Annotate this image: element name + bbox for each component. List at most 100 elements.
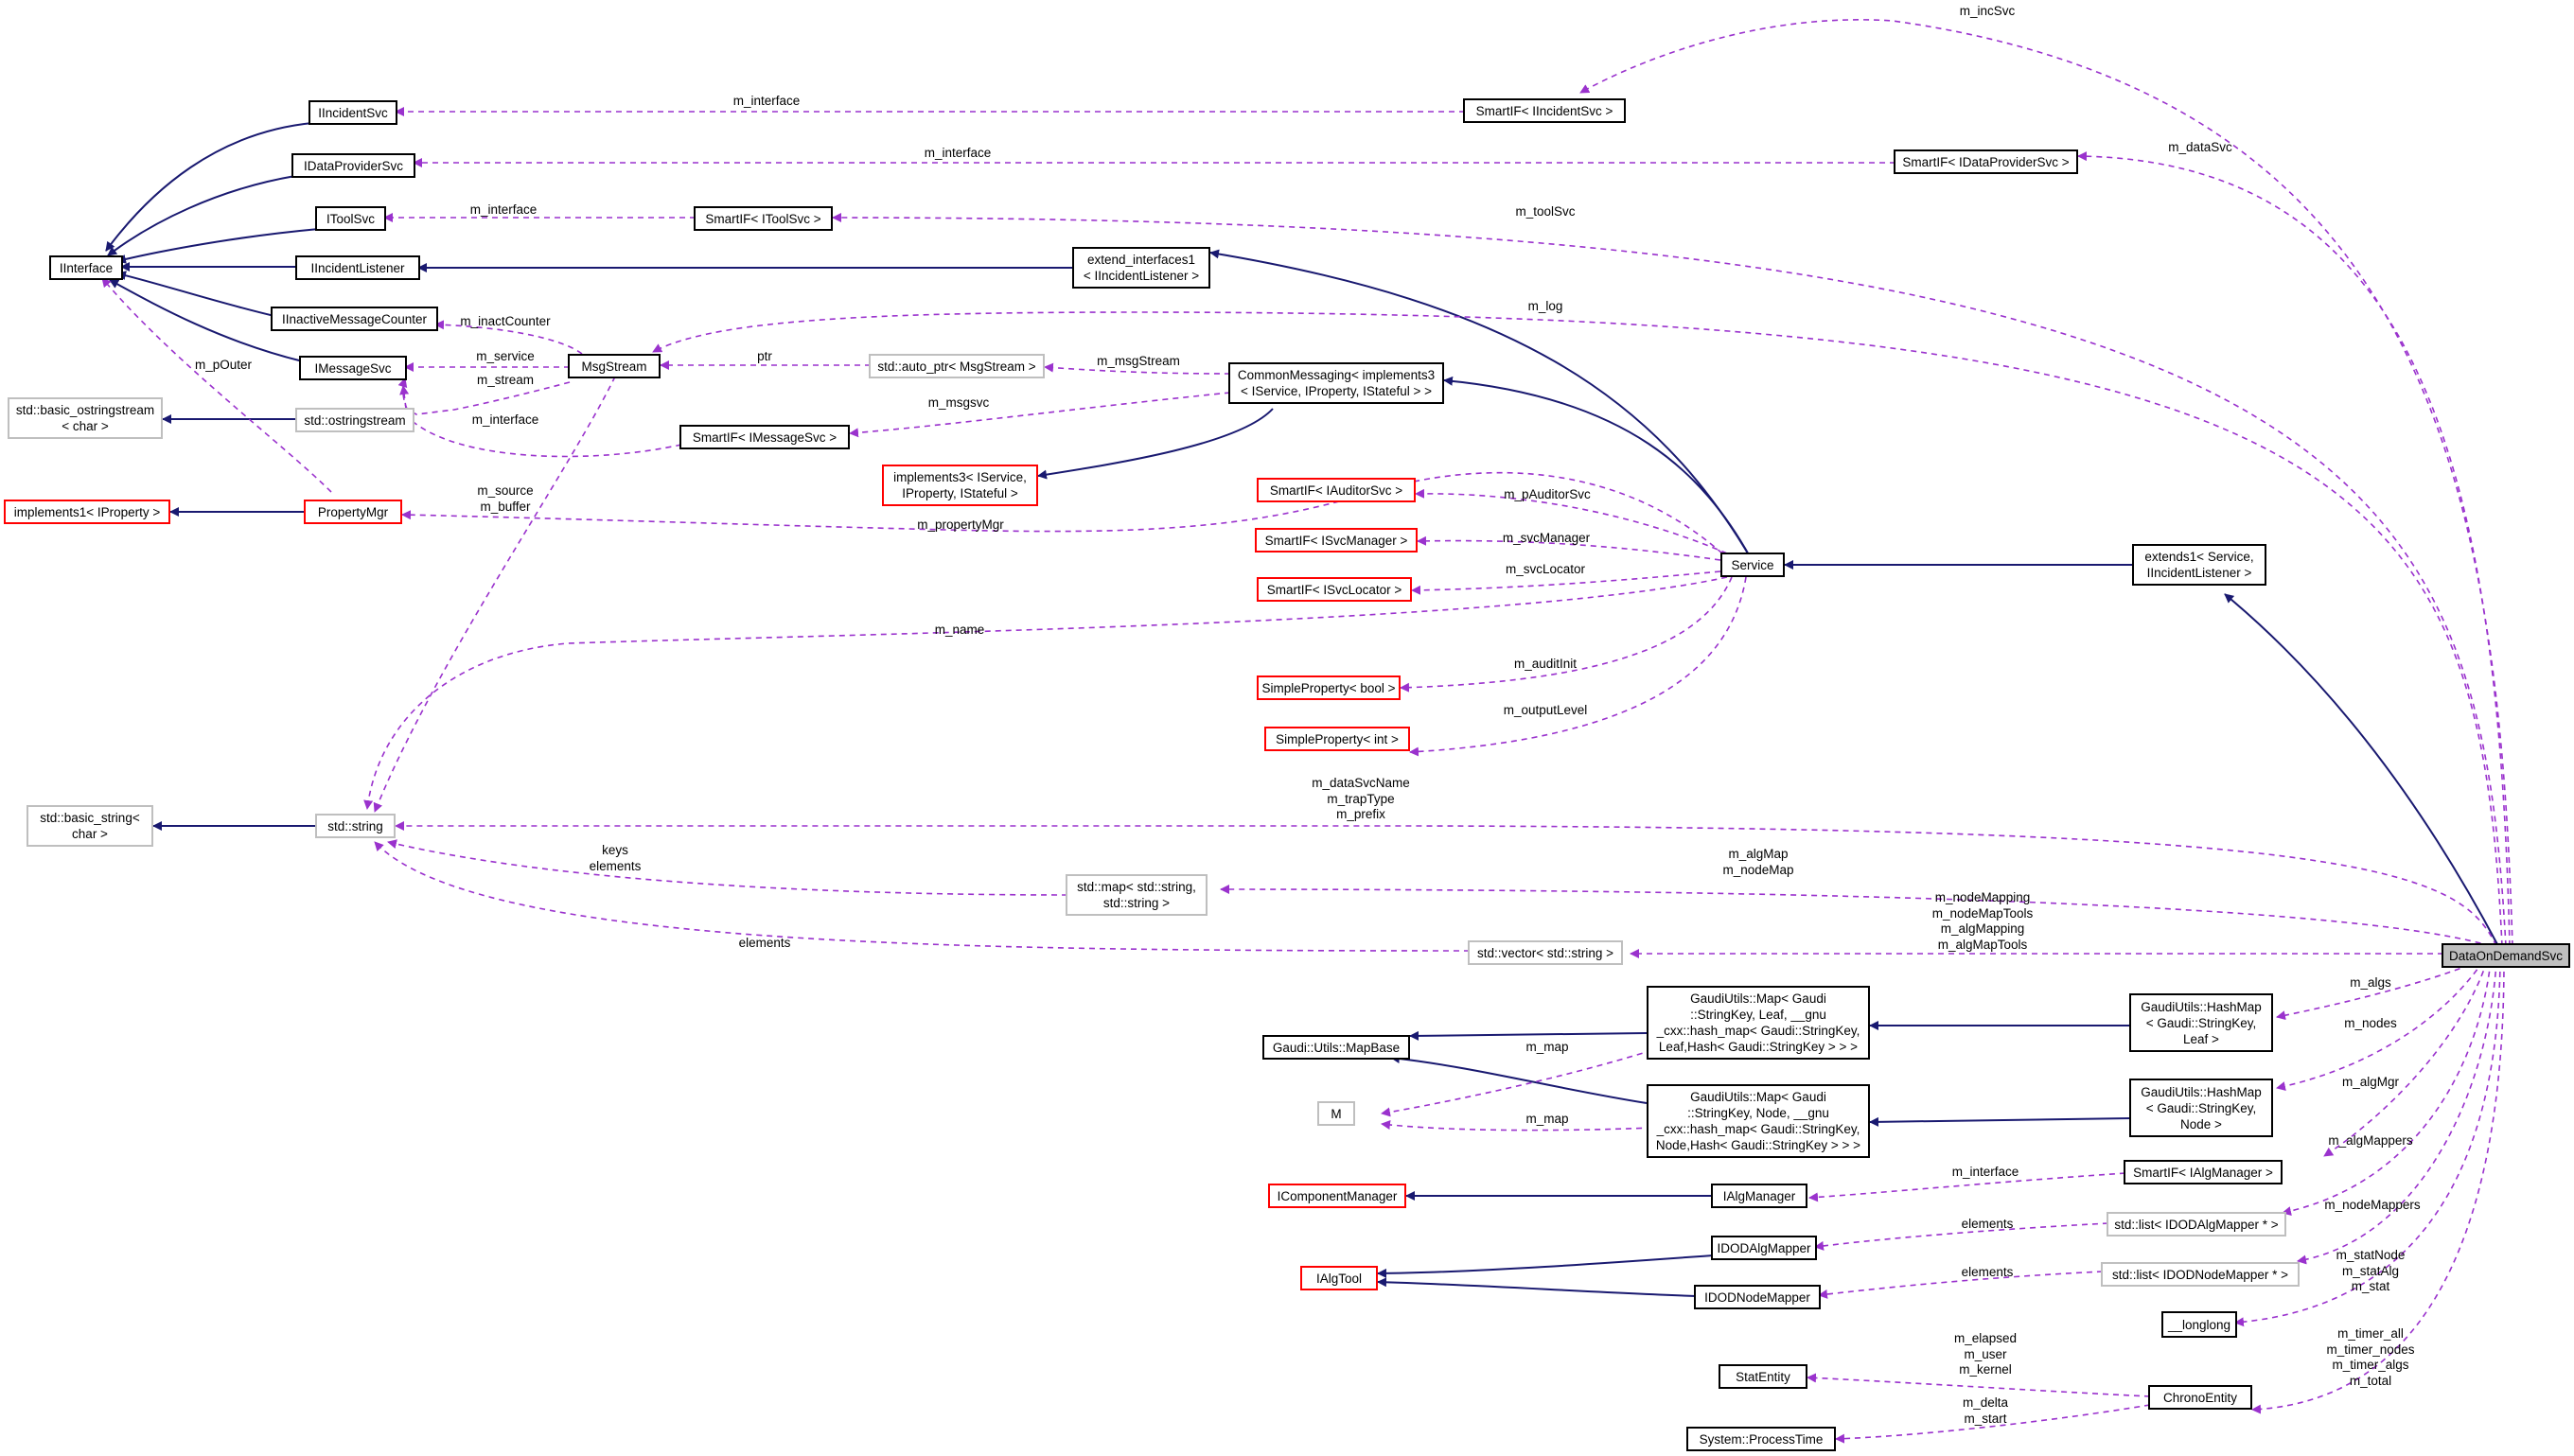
node-smartif-itoolsvc[interactable]: SmartIF< IToolSvc > [694, 206, 833, 231]
edge-commonmessaging-implements3 [1037, 408, 1274, 480]
label-m-toolsvc: m_toolSvc [1515, 204, 1576, 219]
edge-hashmapnode-mapnode [1869, 1116, 2132, 1127]
label-m-stream: m_stream [476, 373, 535, 387]
node-longlong[interactable]: __longlong [2161, 1311, 2237, 1338]
label-m-datasvc: m_dataSvc [2168, 140, 2232, 154]
node-ialgtool[interactable]: IAlgTool [1300, 1266, 1378, 1290]
label-m-interface-dataprovider: m_interface [924, 146, 992, 160]
label-elements-node: elements [1961, 1265, 2014, 1279]
edge-dataondemandsvc-smartifdataprovidersvc [2077, 151, 2511, 947]
node-chronoentity[interactable]: ChronoEntity [2148, 1385, 2252, 1410]
node-system-processtime[interactable]: System::ProcessTime [1686, 1427, 1836, 1451]
edge-dataondemandsvc-smartifalgmanager [2323, 960, 2488, 1157]
label-m-log: m_log [1527, 299, 1563, 313]
node-iincidentlistener[interactable]: IIncidentListener [295, 255, 420, 280]
node-ialgmanager[interactable]: IAlgManager [1711, 1184, 1807, 1208]
edge-iinactivemessagecounter-iinterface [116, 271, 275, 317]
node-propertymgr[interactable]: PropertyMgr [304, 500, 402, 524]
edge-ostringstream-imessagesvc [397, 377, 571, 415]
node-iinactivemessagecounter[interactable]: IInactiveMessageCounter [271, 307, 438, 331]
node-std-basic-string[interactable]: std::basic_string< char > [26, 805, 153, 847]
edge-chronoentity-statentity [1807, 1373, 2151, 1397]
edge-mapleaf-mapbase [1409, 1030, 1648, 1041]
edge-listnode-idodnodemapper [1818, 1271, 2104, 1299]
label-m-elapsed: m_elapsed m_user m_kernel [1953, 1331, 2018, 1377]
node-gaudiutils-map-node[interactable]: GaudiUtils::Map< Gaudi ::StringKey, Node… [1647, 1084, 1870, 1158]
node-icomponentmanager[interactable]: IComponentManager [1268, 1184, 1406, 1208]
node-list-idodalgmapper[interactable]: std::list< IDODAlgMapper * > [2107, 1212, 2286, 1237]
node-list-idodnodemapper[interactable]: std::list< IDODNodeMapper * > [2101, 1262, 2300, 1287]
node-extend-interfaces1[interactable]: extend_interfaces1 < IIncidentListener > [1072, 247, 1210, 289]
edge-service-simplepropertyint [1409, 576, 1747, 757]
node-smartif-isvcmanager[interactable]: SmartIF< ISvcManager > [1255, 528, 1418, 553]
node-imessagesvc[interactable]: IMessageSvc [299, 356, 407, 380]
label-m-service: m_service [476, 349, 535, 363]
edge-stdvector-stdstring [374, 841, 1471, 952]
node-gaudi-utils-mapbase[interactable]: Gaudi::Utils::MapBase [1262, 1035, 1410, 1060]
edge-msgstream-iinactivemessagecounter [434, 320, 583, 355]
node-idodnodemapper[interactable]: IDODNodeMapper [1694, 1285, 1821, 1309]
node-smartif-isvclocator[interactable]: SmartIF< ISvcLocator > [1257, 577, 1412, 602]
node-gaudiutils-map-leaf[interactable]: GaudiUtils::Map< Gaudi ::StringKey, Leaf… [1647, 986, 1870, 1060]
edge-chronoentity-processtime [1835, 1404, 2151, 1444]
label-m-nodemappers: m_nodeMappers [2324, 1198, 2421, 1212]
node-smartif-ialgmanager[interactable]: SmartIF< IAlgManager > [2124, 1160, 2283, 1184]
node-smartif-idataprovidersvc[interactable]: SmartIF< IDataProviderSvc > [1894, 149, 2078, 174]
edge-dataondemandsvc-stdstring [395, 821, 2497, 947]
label-m-propertymgr: m_propertyMgr [917, 517, 1004, 532]
node-service[interactable]: Service [1720, 553, 1785, 577]
label-m-name: m_name [934, 623, 985, 637]
node-hashmap-leaf[interactable]: GaudiUtils::HashMap < Gaudi::StringKey, … [2129, 993, 2273, 1052]
node-smartif-iauditorsvc[interactable]: SmartIF< IAuditorSvc > [1257, 478, 1416, 502]
node-commonmessaging[interactable]: CommonMessaging< implements3 < IService,… [1228, 362, 1444, 404]
edge-idataprovidersvc-iinterface [107, 175, 296, 256]
node-idataprovidersvc[interactable]: IDataProviderSvc [291, 153, 415, 178]
edge-imessagesvc-iinterface [109, 279, 304, 362]
node-simpleproperty-bool[interactable]: SimpleProperty< bool > [1257, 675, 1401, 700]
label-m-datasvcname: m_dataSvcName m_trapType m_prefix [1312, 776, 1410, 821]
node-dataondemandsvc[interactable]: DataOnDemandSvc [2442, 943, 2570, 968]
label-m-interface-algmgr: m_interface [1951, 1165, 2019, 1179]
edge-dataondemandsvc-hashmapleaf [2276, 960, 2480, 1021]
label-m-algmap: m_algMap m_nodeMap [1722, 847, 1794, 877]
node-smartif-imessagesvc[interactable]: SmartIF< IMessageSvc > [679, 425, 850, 449]
node-std-basic-ostringstream[interactable]: std::basic_ostringstream < char > [8, 397, 163, 439]
node-smartif-iincidentsvc[interactable]: SmartIF< IIncidentSvc > [1463, 98, 1626, 123]
node-extends1[interactable]: extends1< Service, IIncidentListener > [2132, 544, 2266, 586]
node-std-vector[interactable]: std::vector< std::string > [1468, 940, 1623, 965]
label-m-delta: m_delta m_start [1962, 1395, 2009, 1426]
node-std-string[interactable]: std::string [315, 814, 396, 838]
label-m-pouter: m_pOuter [194, 358, 253, 372]
edge-service-extendinterfaces1 [1209, 249, 1752, 559]
label-ptr: ptr [757, 349, 772, 363]
node-iinterface[interactable]: IInterface [49, 255, 123, 280]
node-std-auto-ptr-msgstream[interactable]: std::auto_ptr< MsgStream > [869, 354, 1045, 378]
label-m-statnode: m_statNode m_statAlg m_stat [2336, 1248, 2406, 1293]
label-m-svclocator: m_svcLocator [1505, 562, 1586, 576]
node-itoolsvc[interactable]: IToolSvc [315, 206, 386, 231]
node-idodalgmapper[interactable]: IDODAlgMapper [1711, 1236, 1817, 1260]
edge-service-smartifsvclocator [1411, 570, 1721, 595]
node-m[interactable]: M [1317, 1101, 1355, 1126]
node-statentity[interactable]: StatEntity [1719, 1364, 1807, 1389]
label-m-map-leaf: m_map [1525, 1040, 1569, 1054]
node-simpleproperty-int[interactable]: SimpleProperty< int > [1264, 727, 1410, 751]
node-std-map[interactable]: std::map< std::string, std::string > [1066, 874, 1208, 916]
edge-dataondemandsvc-chronoentity [2251, 960, 2505, 1414]
node-std-ostringstream[interactable]: std::ostringstream [295, 408, 414, 432]
node-msgstream[interactable]: MsgStream [568, 354, 661, 378]
label-m-interface-tool: m_interface [469, 202, 538, 217]
label-m-pauditorsvc: m_pAuditorSvc [1504, 487, 1591, 501]
label-elements-alg: elements [1961, 1217, 2014, 1231]
label-m-inactcounter: m_inactCounter [460, 314, 551, 328]
edge-service-smartifauditorsvc [1415, 488, 1728, 554]
edge-mapleaf-m [1381, 1049, 1653, 1117]
edge-idodalgmapper-ialgtool [1377, 1254, 1727, 1278]
node-iincidentsvc[interactable]: IIncidentSvc [309, 100, 397, 125]
node-hashmap-node[interactable]: GaudiUtils::HashMap < Gaudi::StringKey, … [2129, 1079, 2273, 1137]
edge-dataondemandsvc-smartifincidentsvc [1579, 19, 2513, 947]
edge-msgstream-stdstring [373, 376, 616, 813]
node-implements1-iproperty[interactable]: implements1< IProperty > [4, 500, 170, 524]
node-implements3[interactable]: implements3< IService, IProperty, IState… [882, 465, 1038, 506]
